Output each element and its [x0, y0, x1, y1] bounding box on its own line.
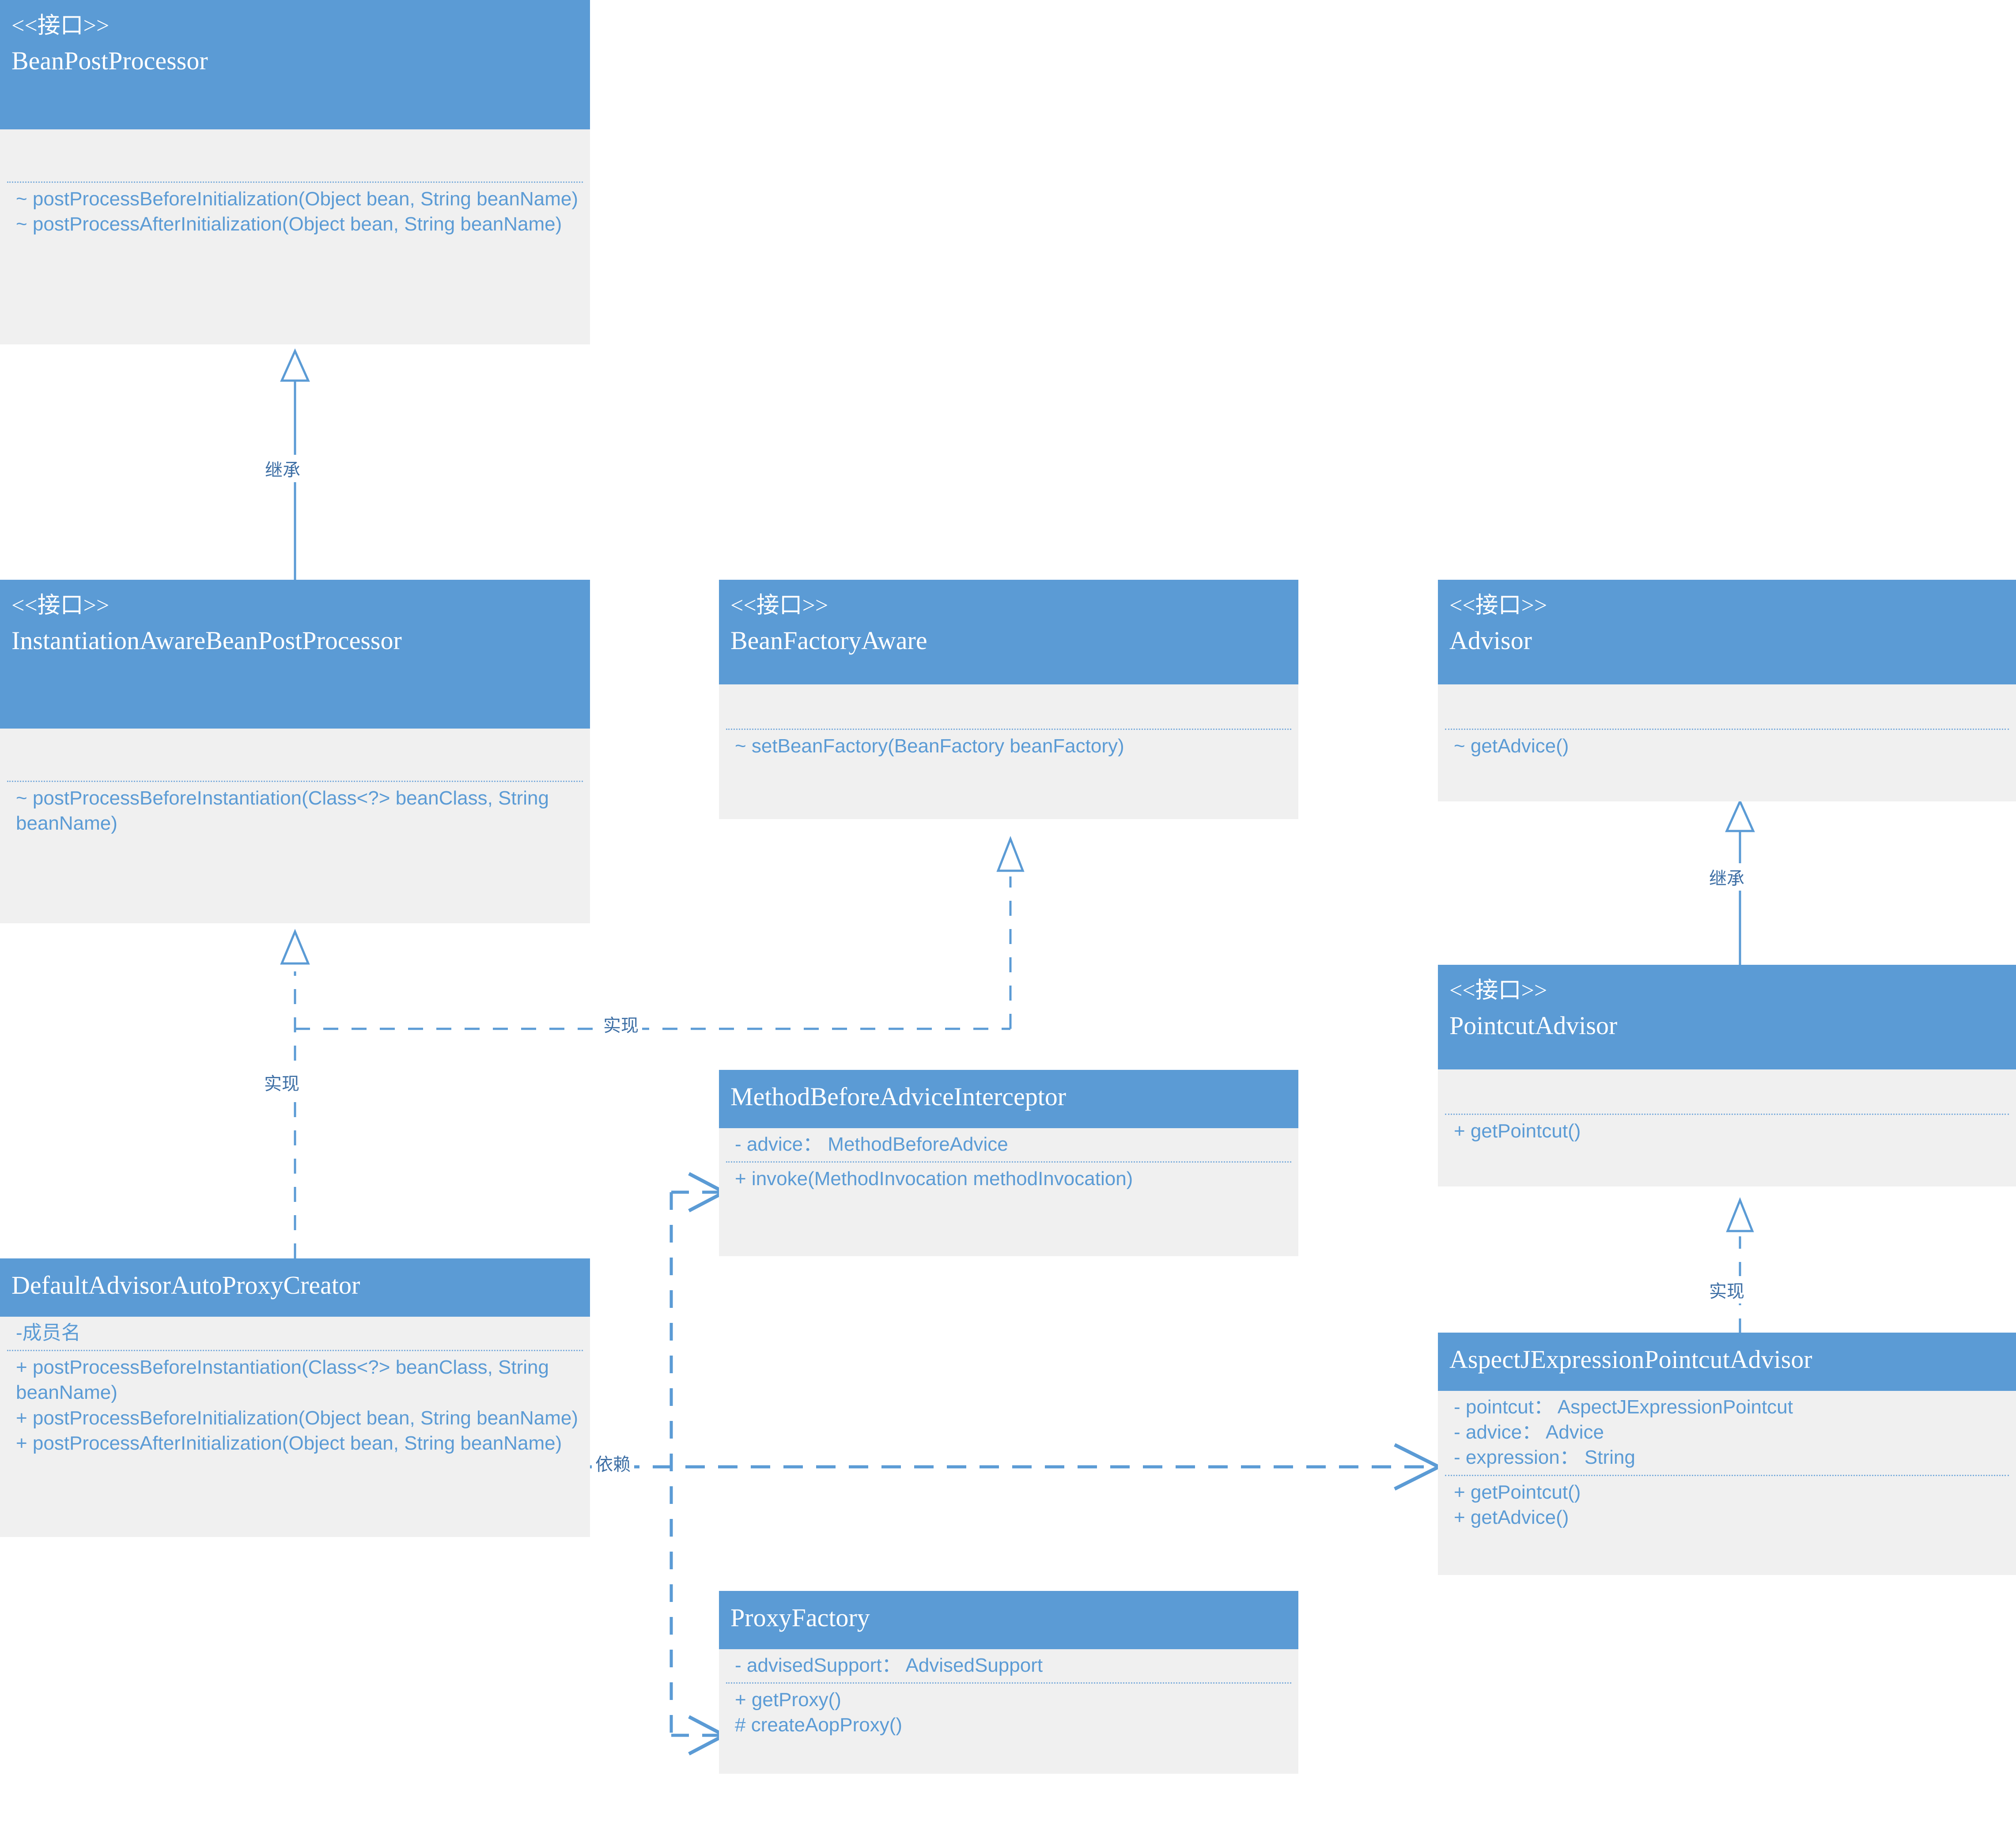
compartment-divider: [726, 1161, 1291, 1163]
class-title: BeanPostProcessor: [11, 46, 208, 76]
connector-dependency-aspectj: [587, 1443, 1443, 1491]
method-line: ~ postProcessBeforeInstantiation(Class<?…: [16, 787, 549, 835]
class-header-pointcut-advisor: <<接口>> PointcutAdvisor: [1438, 965, 2016, 1069]
class-box-proxy-factory[interactable]: ProxyFactory - advisedSupport： AdvisedSu…: [719, 1591, 1298, 1774]
class-title: DefaultAdvisorAutoProxyCreator: [11, 1271, 360, 1299]
connector-realization-pointcutadvisor: [1726, 1197, 1754, 1333]
class-body-bean-post-processor: ~ postProcessBeforeInitialization(Object…: [0, 129, 590, 344]
class-box-aspectj-expression-pointcut-advisor[interactable]: AspectJExpressionPointcutAdvisor - point…: [1438, 1333, 2016, 1575]
class-body-instantiation-aware-bean-post-processor: ~ postProcessBeforeInstantiation(Class<?…: [0, 729, 590, 923]
class-body-method-before-advice-interceptor: - advice： MethodBeforeAdvice + invoke(Me…: [719, 1128, 1298, 1256]
compartment-divider: [7, 181, 583, 183]
connector-label-dependency: 依赖: [592, 1449, 634, 1477]
methods-compartment: ~ setBeanFactory(BeanFactory beanFactory…: [719, 730, 1298, 763]
compartment-divider: [1445, 729, 2009, 730]
attribute-line: - advice： Advice: [1454, 1421, 1604, 1443]
class-title: MethodBeforeAdviceInterceptor: [730, 1082, 1067, 1111]
class-header-instantiation-aware-bean-post-processor: <<接口>> InstantiationAwareBeanPostProcess…: [0, 580, 590, 729]
class-box-method-before-advice-interceptor[interactable]: MethodBeforeAdviceInterceptor - advice： …: [719, 1070, 1298, 1256]
class-header-advisor: <<接口>> Advisor: [1438, 580, 2016, 684]
class-stereotype: <<接口>>: [11, 593, 110, 618]
attributes-compartment: [719, 684, 1298, 729]
class-stereotype: <<接口>>: [11, 13, 110, 38]
class-header-bean-factory-aware: <<接口>> BeanFactoryAware: [719, 580, 1298, 684]
class-header-aspectj-expression-pointcut-advisor: AspectJExpressionPointcutAdvisor: [1438, 1333, 2016, 1391]
method-line: + getAdvice(): [1454, 1506, 1569, 1528]
method-line: + getPointcut(): [1454, 1481, 1581, 1503]
connector-dependency-branch: [669, 1172, 728, 1756]
method-line: ~ setBeanFactory(BeanFactory beanFactory…: [735, 735, 1124, 757]
attribute-line: - advisedSupport： AdvisedSupport: [735, 1654, 1043, 1676]
attributes-compartment: [0, 129, 590, 181]
class-box-default-advisor-auto-proxy-creator[interactable]: DefaultAdvisorAutoProxyCreator -成员名 + po…: [0, 1258, 590, 1537]
compartment-divider: [7, 1350, 583, 1352]
method-line: + postProcessAfterInitialization(Object …: [16, 1432, 562, 1454]
connector-label-inherit-advisor: 继承: [1706, 863, 1748, 891]
class-box-pointcut-advisor[interactable]: <<接口>> PointcutAdvisor + getPointcut(): [1438, 965, 2016, 1186]
class-title: InstantiationAwareBeanPostProcessor: [11, 626, 402, 655]
method-line: ~ getAdvice(): [1454, 735, 1569, 757]
class-title: Advisor: [1449, 626, 1532, 655]
connector-label-realize-pca: 实现: [1706, 1276, 1748, 1303]
compartment-divider: [1445, 1474, 2009, 1476]
attribute-line: - pointcut： AspectJExpressionPointcut: [1454, 1396, 1793, 1418]
attributes-compartment: [0, 729, 590, 781]
class-stereotype: <<接口>>: [730, 593, 828, 618]
attributes-compartment: -成员名: [0, 1317, 590, 1350]
class-title: ProxyFactory: [730, 1603, 870, 1632]
class-body-default-advisor-auto-proxy-creator: -成员名 + postProcessBeforeInstantiation(Cl…: [0, 1317, 590, 1537]
class-box-advisor[interactable]: <<接口>> Advisor ~ getAdvice(): [1438, 580, 2016, 801]
class-header-method-before-advice-interceptor: MethodBeforeAdviceInterceptor: [719, 1070, 1298, 1128]
methods-compartment: ~ postProcessBeforeInitialization(Object…: [0, 183, 590, 241]
method-line: + postProcessBeforeInstantiation(Class<?…: [16, 1356, 549, 1404]
attribute-line: - expression： String: [1454, 1447, 1635, 1469]
methods-compartment: + getPointcut(): [1438, 1115, 2016, 1148]
attributes-compartment: - pointcut： AspectJExpressionPointcut - …: [1438, 1391, 2016, 1475]
class-box-instantiation-aware-bean-post-processor[interactable]: <<接口>> InstantiationAwareBeanPostProcess…: [0, 580, 590, 923]
methods-compartment: + invoke(MethodInvocation methodInvocati…: [719, 1163, 1298, 1196]
class-title: PointcutAdvisor: [1449, 1011, 1618, 1040]
attribute-line: -成员名: [16, 1322, 81, 1344]
connector-label-realize-bfa: 实现: [600, 1010, 642, 1038]
methods-compartment: ~ getAdvice(): [1438, 730, 2016, 763]
attributes-compartment: - advisedSupport： AdvisedSupport: [719, 1649, 1298, 1682]
class-body-pointcut-advisor: + getPointcut(): [1438, 1069, 2016, 1186]
class-box-bean-factory-aware[interactable]: <<接口>> BeanFactoryAware ~ setBeanFactory…: [719, 580, 1298, 819]
class-title: AspectJExpressionPointcutAdvisor: [1449, 1345, 1812, 1374]
method-line: + postProcessBeforeInitialization(Object…: [16, 1407, 579, 1429]
class-header-proxy-factory: ProxyFactory: [719, 1591, 1298, 1649]
class-body-advisor: ~ getAdvice(): [1438, 684, 2016, 801]
methods-compartment: ~ postProcessBeforeInstantiation(Class<?…: [0, 782, 590, 840]
compartment-divider: [726, 729, 1291, 730]
attribute-line: - advice： MethodBeforeAdvice: [735, 1133, 1008, 1155]
method-line: + getPointcut(): [1454, 1120, 1581, 1142]
method-line: + getProxy(): [735, 1689, 841, 1711]
class-body-aspectj-expression-pointcut-advisor: - pointcut： AspectJExpressionPointcut - …: [1438, 1391, 2016, 1575]
connector-label-inherit-bpp: 继承: [261, 455, 304, 482]
connector-label-realize-iabpp: 实现: [261, 1069, 303, 1096]
method-line: # createAopProxy(): [735, 1714, 903, 1736]
method-line: ~ postProcessBeforeInitialization(Object…: [16, 188, 579, 210]
class-header-bean-post-processor: <<接口>> BeanPostProcessor: [0, 0, 590, 129]
methods-compartment: + getProxy() # createAopProxy(): [719, 1684, 1298, 1742]
class-header-default-advisor-auto-proxy-creator: DefaultAdvisorAutoProxyCreator: [0, 1258, 590, 1317]
class-box-bean-post-processor[interactable]: <<接口>> BeanPostProcessor ~ postProcessBe…: [0, 0, 590, 344]
class-stereotype: <<接口>>: [1449, 978, 1547, 1003]
class-title: BeanFactoryAware: [730, 626, 927, 655]
attributes-compartment: - advice： MethodBeforeAdvice: [719, 1128, 1298, 1161]
class-body-proxy-factory: - advisedSupport： AdvisedSupport + getPr…: [719, 1649, 1298, 1774]
method-line: + invoke(MethodInvocation methodInvocati…: [735, 1168, 1133, 1190]
attributes-compartment: [1438, 1069, 2016, 1114]
compartment-divider: [1445, 1114, 2009, 1115]
methods-compartment: + getPointcut() + getAdvice(): [1438, 1476, 2016, 1534]
compartment-divider: [7, 781, 583, 782]
class-body-bean-factory-aware: ~ setBeanFactory(BeanFactory beanFactory…: [719, 684, 1298, 819]
methods-compartment: + postProcessBeforeInstantiation(Class<?…: [0, 1351, 590, 1460]
attributes-compartment: [1438, 684, 2016, 729]
class-stereotype: <<接口>>: [1449, 593, 1547, 618]
method-line: ~ postProcessAfterInitialization(Object …: [16, 213, 562, 235]
compartment-divider: [726, 1682, 1291, 1684]
